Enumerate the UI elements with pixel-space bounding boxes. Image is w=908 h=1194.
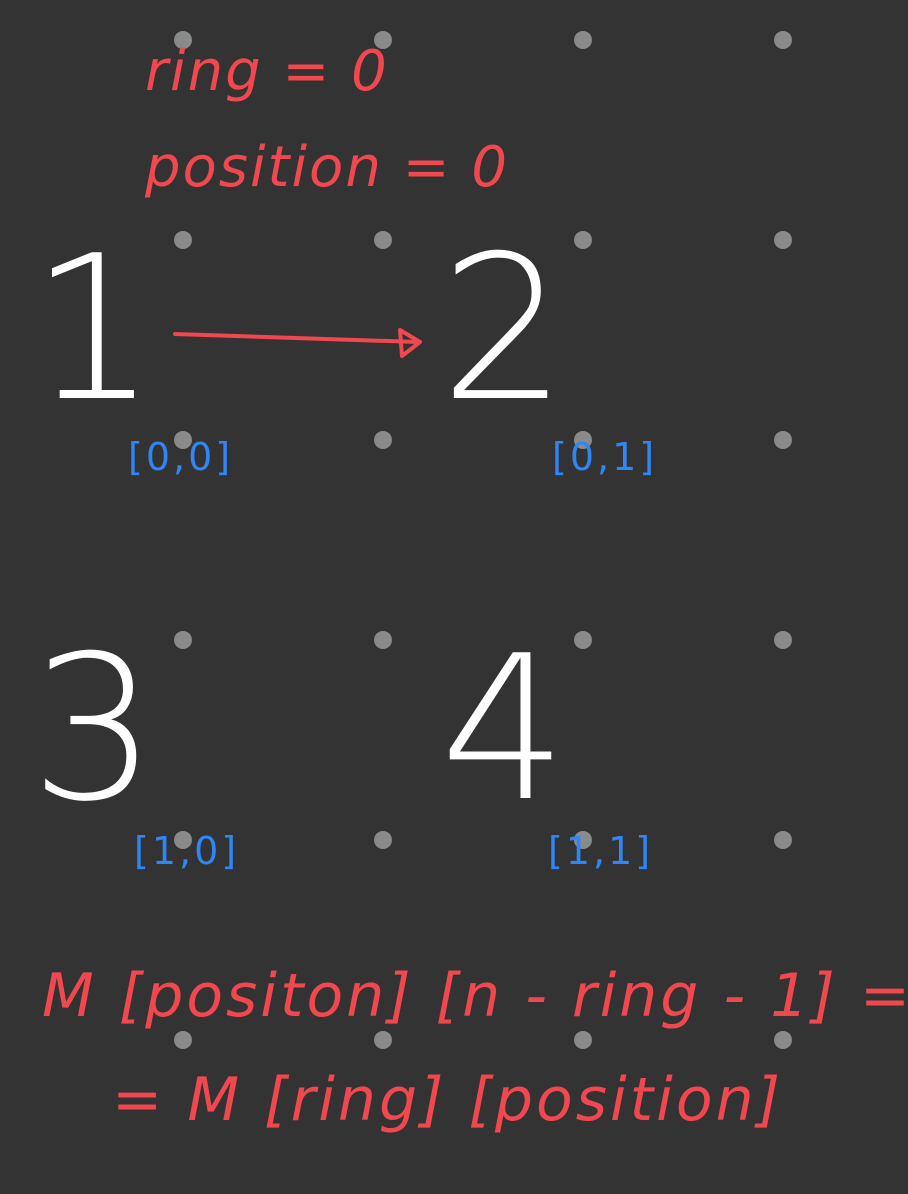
cell-value-4: 4 xyxy=(440,613,568,846)
grid-dot xyxy=(374,431,392,449)
arrow-line xyxy=(173,332,420,344)
cell-index-1-1: [1,1] xyxy=(548,829,654,873)
grid-dot xyxy=(174,231,192,249)
grid-dot xyxy=(374,1031,392,1049)
grid-dot xyxy=(774,831,792,849)
grid-dot xyxy=(774,231,792,249)
cell-index-0-0: [0,0] xyxy=(128,435,234,479)
cell-value-1: 1 xyxy=(30,213,158,446)
grid-dot xyxy=(774,31,792,49)
grid-dot xyxy=(574,231,592,249)
grid-dot xyxy=(174,431,192,449)
grid-dot xyxy=(774,631,792,649)
grid-dot xyxy=(774,1031,792,1049)
grid-dot xyxy=(174,31,192,49)
grid-dot xyxy=(374,831,392,849)
grid-dot xyxy=(374,231,392,249)
grid-dot xyxy=(574,431,592,449)
grid-dot xyxy=(174,831,192,849)
formula-line-1: M [positon] [n - ring - 1] = xyxy=(42,961,908,1031)
arrow-head xyxy=(398,328,422,358)
grid-dot xyxy=(574,631,592,649)
grid-dot xyxy=(574,31,592,49)
cell-value-3: 3 xyxy=(30,613,158,846)
grid-dot xyxy=(774,431,792,449)
grid-dot xyxy=(574,831,592,849)
cell-value-2: 2 xyxy=(440,213,568,446)
grid-dot xyxy=(574,1031,592,1049)
ring-note: ring = 0 xyxy=(145,39,389,104)
position-note: position = 0 xyxy=(145,135,509,200)
grid-dot xyxy=(174,631,192,649)
grid-dot xyxy=(374,631,392,649)
cell-index-1-0: [1,0] xyxy=(134,829,240,873)
grid-dot xyxy=(174,1031,192,1049)
grid-dot xyxy=(374,31,392,49)
cell-index-0-1: [0,1] xyxy=(552,435,658,479)
formula-line-2: = M [ring] [position] xyxy=(112,1065,783,1135)
